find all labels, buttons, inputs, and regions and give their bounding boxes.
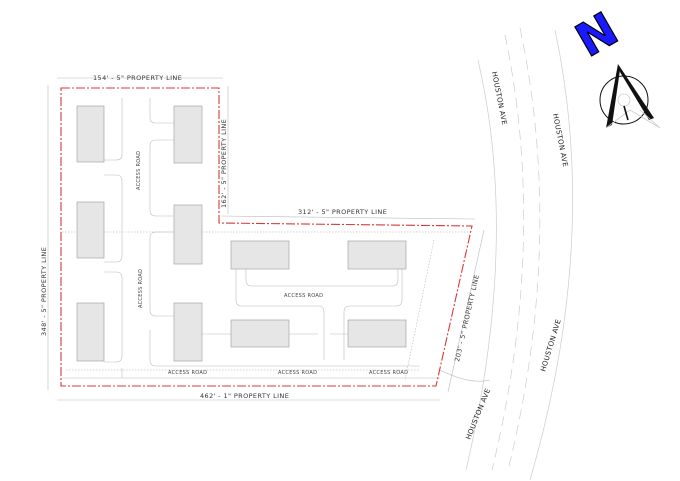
building-lot [230, 319, 290, 348]
lane-line [491, 34, 524, 471]
houston-ave-curbs [439, 27, 573, 481]
inner-vertical-dimension-label: 162' - 5" PROPERTY LINE [220, 119, 228, 208]
compass-needle [618, 64, 654, 120]
building-lot [173, 105, 203, 164]
left-dimension-label: 348' - 5" PROPERTY LINE [40, 247, 48, 336]
access-road-label: ACCESS ROAD [168, 370, 207, 376]
access-roads [62, 98, 470, 381]
property-line [60, 87, 473, 387]
street-label: HOUSTON AVE [490, 71, 508, 126]
top-dimension-label: 154' - 5" PROPERTY LINE [93, 74, 182, 82]
buildings [76, 105, 407, 362]
dimension-lines [47, 77, 485, 401]
lane-line [507, 27, 541, 471]
building-lot [230, 240, 290, 270]
building-lot [173, 302, 203, 362]
inner-horizontal-dimension-label: 312' - 5" PROPERTY LINE [298, 208, 387, 216]
compass-needle [606, 64, 620, 128]
right-dimension-label: 203' - 5" PROPERTY LINE [453, 274, 481, 363]
curb-return [439, 369, 491, 382]
building-lot [76, 105, 105, 163]
building-lot [347, 319, 407, 348]
street-label: HOUSTON AVE [539, 318, 563, 372]
compass-center [617, 93, 631, 107]
north-letter: N [567, 2, 627, 68]
building-lot [173, 204, 203, 265]
north-arrow: N [566, 1, 661, 129]
building-lot [76, 201, 105, 259]
bottom-dimension-label: 462' - 1" PROPERTY LINE [200, 392, 289, 400]
building-lot [347, 240, 407, 270]
curb-outer [529, 29, 573, 481]
access-road-label: ACCESS ROAD [136, 151, 142, 190]
access-road-label: ACCESS ROAD [284, 293, 323, 299]
access-road-label: ACCESS ROAD [369, 370, 408, 376]
curb-inner [465, 59, 497, 471]
compass-tick [623, 105, 629, 121]
access-road-label: ACCESS ROAD [278, 370, 317, 376]
street-label: HOUSTON AVE [551, 113, 569, 168]
access-road-label: ACCESS ROAD [138, 269, 144, 308]
building-lot [76, 302, 105, 362]
compass-tail [605, 109, 661, 129]
street-label: HOUSTON AVE [464, 387, 492, 440]
